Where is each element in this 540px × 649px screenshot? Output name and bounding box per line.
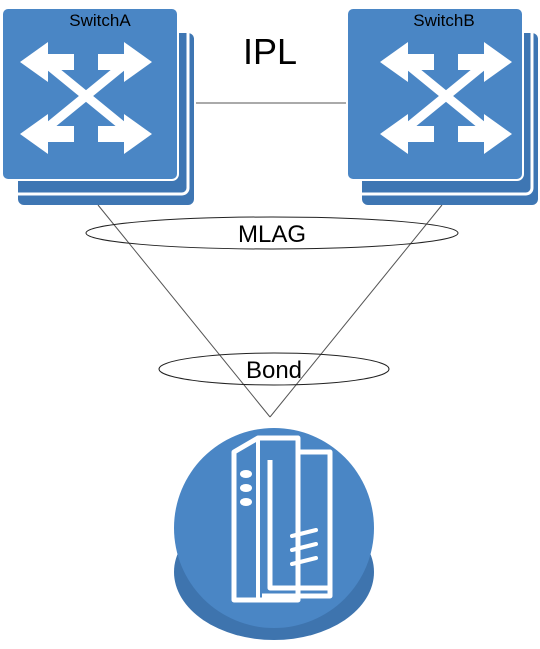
led-1	[240, 470, 252, 478]
switch-a-label: SwitchA	[69, 11, 131, 30]
server-icon	[231, 435, 333, 603]
switch-a: SwitchA	[1, 7, 194, 205]
uplink-switch-b	[269, 204, 443, 418]
led-3	[240, 498, 252, 506]
bond-group: Bond	[158, 352, 390, 386]
switch-b-front-plate	[346, 7, 524, 181]
switch-b: SwitchB	[346, 7, 538, 205]
network-switch-icon	[380, 42, 512, 154]
bond-ellipse	[158, 352, 390, 386]
server-node	[174, 428, 374, 640]
ipl-label: IPL	[243, 31, 297, 72]
server-disc	[174, 428, 374, 628]
mlag-group: MLAG	[85, 216, 459, 250]
links	[97, 102, 443, 418]
mlag-label: MLAG	[238, 221, 306, 248]
switch-b-label: SwitchB	[413, 11, 474, 30]
led-2	[240, 484, 252, 492]
mlag-ellipse	[85, 216, 459, 250]
network-switch-icon	[20, 42, 152, 154]
uplink-switch-a	[97, 204, 271, 418]
bond-label: Bond	[246, 357, 302, 384]
